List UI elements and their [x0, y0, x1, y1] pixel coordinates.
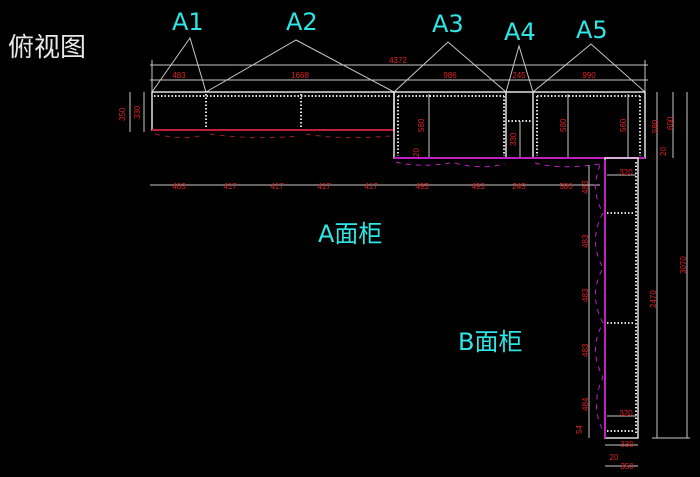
dim-bottom: 493: [471, 182, 485, 191]
view-title: 俯视图: [8, 33, 86, 63]
label-a2: A2: [286, 8, 318, 36]
dim-b-left: 483: [581, 234, 590, 248]
dim-bottom: 580: [559, 182, 573, 191]
dim-bottom: 417: [317, 182, 331, 191]
dim-a5-depth: 580: [559, 118, 568, 132]
dim-top: 483: [172, 71, 186, 80]
dim-a3-depth: 580: [417, 118, 426, 132]
dim-b-320: 320: [619, 168, 633, 177]
dim-b-330: 330: [620, 440, 634, 449]
dim-bottom: 493: [415, 182, 429, 191]
label-a1: A1: [172, 8, 204, 36]
dim-b-320: 320: [619, 409, 633, 418]
dim-left-330: 330: [133, 105, 142, 119]
dim-right-20: 20: [659, 147, 668, 156]
label-a3: A3: [432, 10, 464, 38]
dim-b-350: 350: [620, 462, 634, 471]
dim-b-left: 483: [581, 288, 590, 302]
label-a4: A4: [504, 18, 536, 46]
b-cabinet: [588, 157, 639, 467]
dim-b-left: 483: [581, 343, 590, 357]
leader-lines: [151, 36, 646, 93]
dim-top: 990: [582, 71, 596, 80]
dim-bottom: 417: [270, 182, 284, 191]
dim-right-3070: 3070: [679, 256, 688, 274]
dim-a4-depth: 330: [509, 132, 518, 146]
dim-b-left: 483: [581, 180, 590, 194]
dim-top: 986: [443, 71, 457, 80]
dim-bottom: 417: [223, 182, 237, 191]
a-cabinet: [151, 91, 646, 168]
dim-top: 245: [512, 71, 526, 80]
dim-right-2470: 2470: [649, 290, 658, 308]
dim-a5-depth: 560: [619, 118, 628, 132]
dim-left-350: 350: [118, 107, 127, 121]
dim-bottom: 483: [172, 182, 186, 191]
label-a-cabinet: A面柜: [318, 220, 382, 248]
top-dimension-lines: [150, 60, 648, 186]
label-b-cabinet: B面柜: [458, 328, 522, 356]
dim-total: 4372: [389, 56, 407, 65]
dim-a3-20: 20: [412, 148, 421, 157]
dim-top: 1668: [291, 71, 309, 80]
dim-bottom: 245: [512, 182, 526, 191]
dim-b-54: 54: [575, 425, 584, 434]
right-dimension-lines: [652, 92, 690, 439]
dim-bottom: 417: [364, 182, 378, 191]
label-a5: A5: [576, 16, 608, 44]
dim-right-580: 580: [651, 119, 660, 133]
dim-right-600: 600: [666, 116, 675, 130]
dim-b-20: 20: [610, 453, 619, 462]
dim-b-left: 484: [581, 397, 590, 411]
